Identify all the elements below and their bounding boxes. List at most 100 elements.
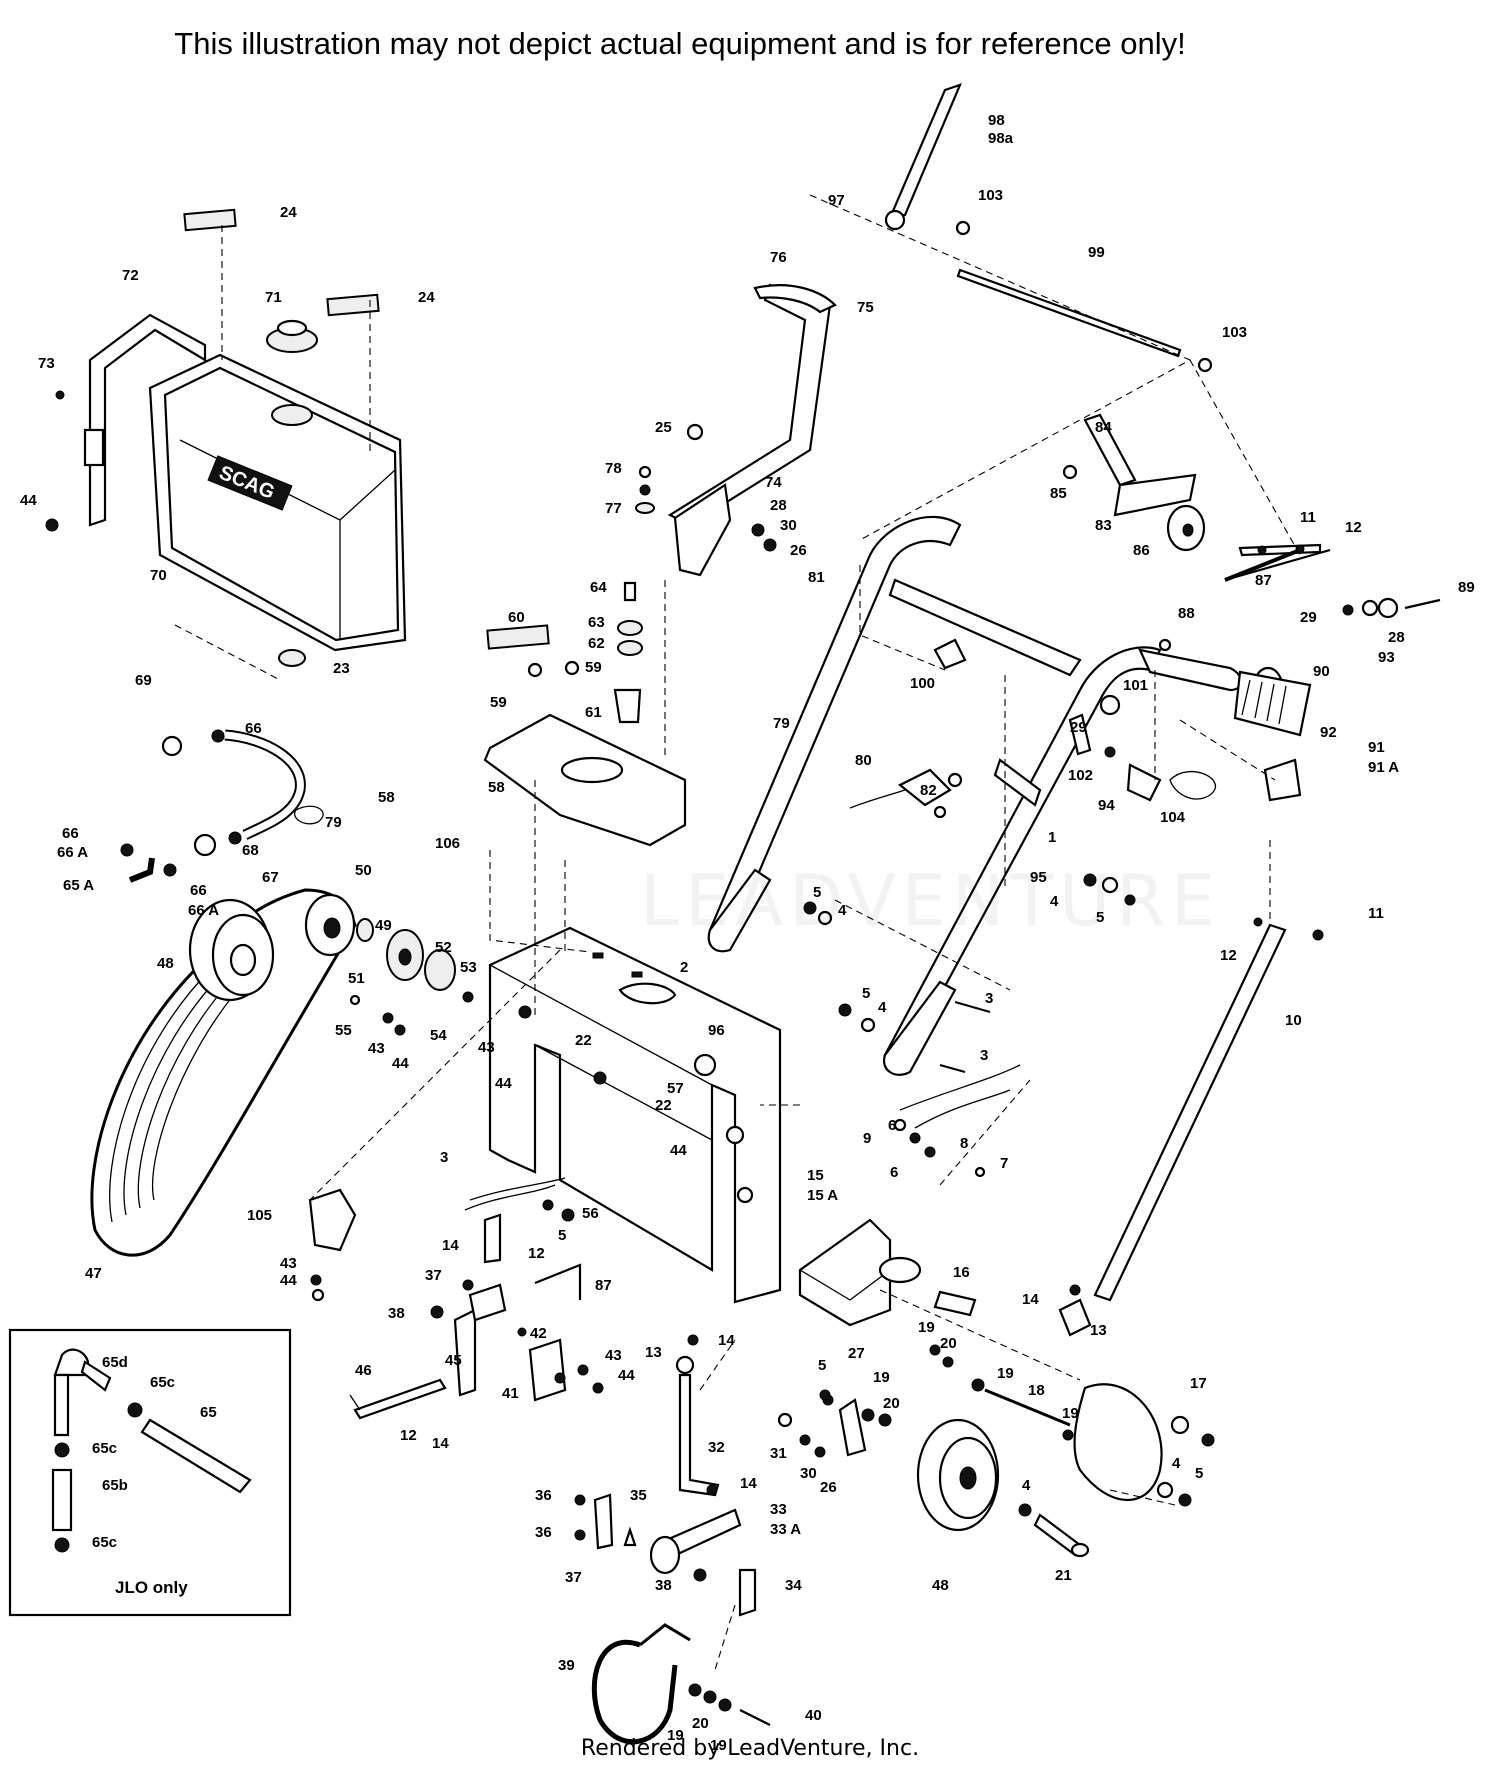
callout-66a: 66 A — [188, 902, 219, 919]
callout-25: 25 — [655, 419, 672, 436]
callout-87: 87 — [1255, 572, 1272, 589]
disclaimer-notice: This illustration may not depict actual … — [174, 26, 1186, 61]
callout-13: 13 — [1090, 1322, 1107, 1339]
callout-65c: 65c — [92, 1440, 117, 1457]
callout-44: 44 — [392, 1055, 409, 1072]
callout-33: 33 — [770, 1501, 787, 1518]
callout-20: 20 — [883, 1395, 900, 1412]
callout-79: 79 — [773, 715, 790, 732]
callout-72: 72 — [122, 267, 139, 284]
callout-11: 11 — [1300, 509, 1316, 526]
callout-60: 60 — [508, 609, 525, 626]
callout-104: 104 — [1160, 809, 1186, 826]
callout-47: 47 — [85, 1265, 102, 1282]
callout-14: 14 — [1022, 1291, 1039, 1308]
callout-4: 4 — [1050, 893, 1059, 910]
callout-32: 32 — [708, 1439, 725, 1456]
callout-42: 42 — [530, 1325, 547, 1342]
callout-76: 76 — [770, 249, 787, 266]
callout-94: 94 — [1098, 797, 1115, 814]
callout-36: 36 — [535, 1487, 552, 1504]
callout-11: 11 — [1368, 905, 1384, 922]
callout-51: 51 — [348, 970, 365, 987]
callout-17: 17 — [1190, 1375, 1207, 1392]
callout-48: 48 — [932, 1577, 949, 1594]
callout-75: 75 — [857, 299, 874, 316]
callout-59: 59 — [490, 694, 507, 711]
watermark: LEADVENTURE — [640, 860, 1222, 942]
handle-frame — [707, 515, 1312, 1076]
callout-30: 30 — [780, 517, 797, 534]
callout-106: 106 — [435, 835, 460, 852]
callout-53: 53 — [460, 959, 477, 976]
callout-20: 20 — [940, 1335, 957, 1352]
callout-19: 19 — [997, 1365, 1014, 1382]
drive-belt-pulleys — [90, 888, 474, 1257]
callout-41: 41 — [502, 1385, 519, 1402]
shift-rod-assembly — [884, 83, 1441, 652]
callout-65: 65 — [200, 1404, 217, 1421]
assembly-dashed-lines — [174, 194, 1301, 1671]
callout-labels: 1233344444555555667891011111212121213131… — [20, 112, 1475, 1754]
callout-62: 62 — [588, 635, 605, 652]
callout-48: 48 — [157, 955, 174, 972]
callout-15a: 15 A — [807, 1187, 838, 1204]
callout-27: 27 — [848, 1345, 865, 1362]
callout-8: 8 — [960, 1135, 968, 1152]
callout-69: 69 — [135, 672, 152, 689]
callout-19: 19 — [667, 1727, 684, 1744]
callout-24: 24 — [418, 289, 435, 306]
callout-44: 44 — [20, 492, 37, 509]
callout-64: 64 — [590, 579, 607, 596]
misc-brackets — [803, 638, 1302, 1178]
callout-29: 29 — [1070, 719, 1087, 736]
lever-75-assembly — [635, 283, 837, 577]
callout-38: 38 — [388, 1305, 405, 1322]
callout-92: 92 — [1320, 724, 1337, 741]
callout-58: 58 — [378, 789, 395, 806]
callout-36: 36 — [535, 1524, 552, 1541]
callout-14: 14 — [432, 1435, 449, 1452]
callout-59: 59 — [585, 659, 602, 676]
callout-44: 44 — [495, 1075, 512, 1092]
callout-52: 52 — [435, 939, 452, 956]
callout-67: 67 — [262, 869, 279, 886]
callout-43: 43 — [605, 1347, 622, 1364]
callout-63: 63 — [588, 614, 605, 631]
callout-43: 43 — [478, 1039, 495, 1056]
callout-3: 3 — [440, 1149, 448, 1166]
callout-15: 15 — [807, 1167, 824, 1184]
fuel-tank-assembly: SCAG — [45, 208, 407, 667]
callout-6: 6 — [888, 1117, 896, 1134]
callout-1: 1 — [1048, 829, 1056, 846]
callout-37: 37 — [425, 1267, 442, 1284]
callout-86: 86 — [1133, 542, 1150, 559]
callout-103: 103 — [1222, 324, 1247, 341]
callout-66: 66 — [62, 825, 79, 842]
callout-9: 9 — [863, 1130, 871, 1147]
callout-65c: 65c — [92, 1534, 117, 1551]
callout-65d: 65d — [102, 1354, 128, 1371]
callout-88: 88 — [1178, 605, 1195, 622]
callout-6: 6 — [890, 1164, 898, 1181]
callout-5: 5 — [818, 1357, 826, 1374]
callout-105: 105 — [247, 1207, 272, 1224]
callout-24: 24 — [280, 204, 297, 221]
callout-58: 58 — [488, 779, 505, 796]
callout-101: 101 — [1123, 677, 1148, 694]
callout-46: 46 — [355, 1362, 372, 1379]
callout-68: 68 — [242, 842, 259, 859]
callout-12: 12 — [1220, 947, 1237, 964]
callout-65a: 65 A — [63, 877, 94, 894]
jlo-only-inset: JLO only — [8, 1328, 292, 1617]
callout-74: 74 — [765, 474, 782, 491]
callout-12: 12 — [1345, 519, 1362, 536]
callout-78: 78 — [605, 460, 622, 477]
callout-66: 66 — [245, 720, 262, 737]
inset-caption: JLO only — [115, 1578, 188, 1597]
callout-5: 5 — [813, 884, 821, 901]
callout-71: 71 — [265, 289, 282, 306]
callout-23: 23 — [333, 660, 350, 677]
callout-44: 44 — [618, 1367, 635, 1384]
